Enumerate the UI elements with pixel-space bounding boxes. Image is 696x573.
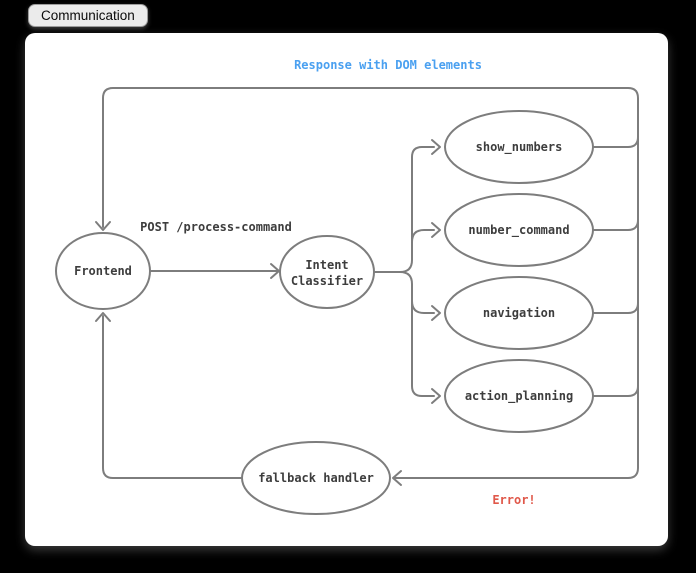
intent-classifier-label-line1: Intent — [305, 258, 348, 272]
label-error: Error! — [492, 493, 535, 507]
tab-communication[interactable]: Communication — [28, 4, 148, 27]
label-response-with-dom: Response with DOM elements — [294, 58, 482, 72]
action-planning-ellipse — [444, 359, 594, 433]
edge-branch-number-command — [411, 229, 435, 243]
arrowhead-into-fallback — [392, 470, 402, 486]
edge-fallback-to-frontend — [102, 315, 243, 479]
number-command-ellipse — [444, 193, 594, 267]
node-action-planning: action_planning — [444, 359, 594, 433]
arrowhead-into-navigation — [431, 305, 441, 321]
edge-collect-number-command — [592, 219, 639, 231]
node-navigation: navigation — [444, 276, 594, 350]
frontend-ellipse — [55, 232, 151, 310]
fallback-handler-ellipse — [241, 441, 391, 515]
edge-response-loop — [102, 87, 639, 479]
show-numbers-label: show_numbers — [476, 140, 563, 155]
edge-branch-navigation — [411, 300, 435, 314]
navigation-label: navigation — [483, 306, 555, 320]
arrowhead-into-number-command — [431, 222, 441, 238]
edge-collect-navigation — [592, 302, 639, 314]
tab-label: Communication — [41, 7, 135, 23]
diagram-canvas: Frontend Intent Classifier show_numbers … — [25, 33, 668, 546]
edge-collect-action-planning — [592, 385, 639, 397]
action-planning-label: action_planning — [465, 389, 573, 404]
node-intent-classifier: Intent Classifier — [279, 235, 375, 309]
arrowhead-into-action-planning — [431, 388, 441, 404]
arrowhead-into-frontend-bottom — [95, 312, 111, 322]
show-numbers-ellipse — [444, 110, 594, 184]
edge-branch-action-planning — [399, 271, 435, 397]
number-command-label: number_command — [468, 223, 569, 238]
intent-classifier-label-line2: Classifier — [291, 274, 363, 288]
arrowhead-into-classifier — [270, 263, 280, 279]
node-number-command: number_command — [444, 193, 594, 267]
node-frontend: Frontend — [55, 232, 151, 310]
arrowhead-into-frontend-top — [95, 221, 111, 231]
arrowhead-into-show-numbers — [431, 139, 441, 155]
fallback-handler-label: fallback handler — [258, 471, 374, 485]
flowchart-svg: Frontend Intent Classifier show_numbers … — [55, 58, 639, 515]
intent-classifier-ellipse — [279, 235, 375, 309]
navigation-ellipse — [444, 276, 594, 350]
node-fallback-handler: fallback handler — [241, 441, 391, 515]
frontend-label: Frontend — [74, 264, 132, 278]
edge-collect-show-numbers — [592, 136, 639, 148]
node-show-numbers: show_numbers — [444, 110, 594, 184]
label-post-process-command: POST /process-command — [140, 220, 292, 234]
edge-branch-show-numbers — [399, 146, 435, 273]
